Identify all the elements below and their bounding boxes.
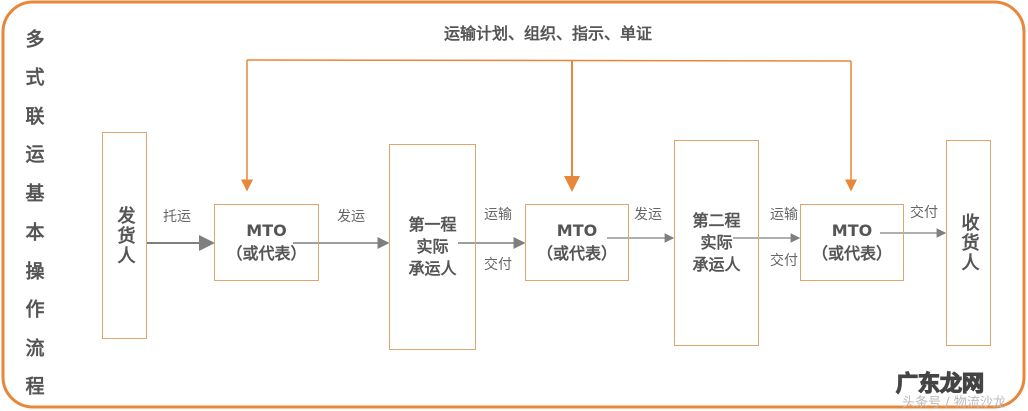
mto1-box: MTO （或代表） — [214, 204, 319, 281]
edge-label-transport2: 运输 — [770, 207, 798, 223]
carrier-label: 第一程 — [408, 215, 457, 234]
edge-label-deliver2: 交付 — [770, 253, 798, 269]
consignee-label: 收货人 — [958, 213, 980, 273]
mto-sub-label: （或代表） — [811, 244, 892, 263]
edge-label-dispatch2: 发运 — [634, 207, 662, 223]
carrier-label: 承运人 — [692, 255, 741, 274]
mto-label: MTO — [556, 221, 598, 240]
mto-label: MTO — [831, 221, 873, 240]
mto-label: MTO — [246, 221, 287, 240]
side-title-char: 多 — [25, 28, 45, 51]
edge-label-deliver1: 交付 — [484, 257, 512, 273]
side-title-char: 操 — [25, 260, 45, 283]
carrier-label: 实际 — [700, 233, 733, 252]
edge-label-transport1: 运输 — [484, 207, 512, 223]
side-title-char: 本 — [25, 221, 45, 244]
consignee-box: 收货人 — [946, 140, 991, 346]
side-title-char: 基 — [25, 182, 45, 205]
watermark-logo: 广东龙网 — [895, 371, 985, 397]
side-title-char: 式 — [25, 66, 45, 89]
edge-label-dispatch1: 发运 — [337, 209, 365, 225]
side-title-char: 程 — [25, 375, 45, 398]
shipper-box: 发货人 — [102, 132, 147, 339]
edge-label-consign: 托运 — [163, 209, 191, 225]
side-title-char: 作 — [25, 298, 45, 321]
carrier1-box: 第一程实际承运人 — [389, 144, 476, 350]
carrier-label: 实际 — [416, 237, 449, 256]
side-title-char: 流 — [25, 337, 45, 360]
carrier-label: 第二程 — [692, 211, 741, 230]
carrier-label: 承运人 — [408, 259, 457, 278]
edge-label-deliver3: 交付 — [910, 205, 938, 221]
shipper-label: 发货人 — [114, 205, 136, 266]
side-title-char: 运 — [25, 143, 45, 166]
mto3-box: MTO （或代表） — [800, 204, 904, 281]
mto-sub-label: （或代表） — [226, 244, 307, 263]
top-control-line — [246, 59, 852, 62]
carrier2-box: 第二程实际承运人 — [674, 140, 759, 346]
top-label: 运输计划、组织、指示、单证 — [443, 24, 653, 43]
side-title-char: 联 — [25, 105, 45, 128]
mto2-box: MTO （或代表） — [525, 204, 629, 281]
mto-sub-label: （或代表） — [536, 244, 617, 263]
watermark-source: 头条号 / 物流沙龙 — [902, 395, 1006, 411]
